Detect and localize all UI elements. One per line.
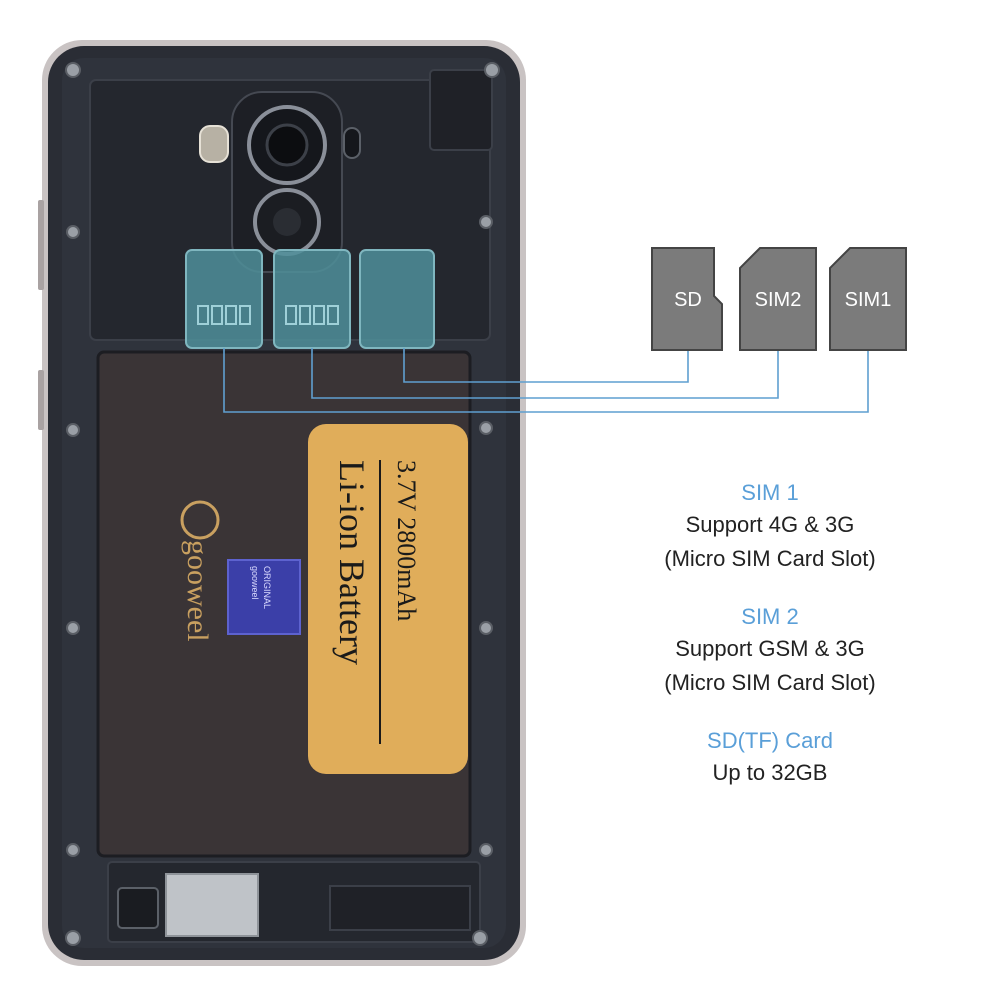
brand-logo-icon: [180, 500, 220, 540]
bottom-speaker: [329, 885, 471, 931]
card-sim2: SIM2: [739, 247, 817, 351]
info-line: (Micro SIM Card Slot): [664, 670, 876, 695]
card-sd: SD: [651, 247, 723, 351]
sim-card-icon: [739, 247, 817, 351]
card-label-sd: SD: [674, 289, 702, 311]
info-line: Support 4G & 3G: [685, 512, 855, 537]
battery-type: Li-ion Battery: [332, 460, 372, 665]
battery-label-panel: [308, 424, 468, 774]
card-label-sim2: SIM2: [755, 289, 802, 311]
card-sim1: SIM1: [829, 247, 907, 351]
sd-slot-overlay: [359, 249, 435, 349]
speaker-grill: [429, 69, 493, 151]
phone-back: ⊖ ◯ ⊕ 3.7V 2800mAh Li-ion Battery goowee…: [38, 40, 526, 966]
screws: [65, 62, 500, 946]
hologram-sticker: [227, 559, 301, 635]
sd-connector: [403, 348, 689, 383]
power-button: [38, 370, 44, 430]
sticker-line2: gooweel: [250, 566, 260, 600]
sim2-connector: [311, 348, 779, 399]
battery-brand: gooweel: [181, 540, 214, 642]
sim1-slot-overlay: [185, 249, 263, 349]
connector-lines: [223, 348, 869, 413]
camera-lens-inner: [265, 123, 309, 167]
card-label-sim1: SIM1: [845, 289, 892, 311]
info-line: Support GSM & 3G: [675, 636, 865, 661]
info-line: (Micro SIM Card Slot): [664, 546, 876, 571]
info-sim2: SIM 2 Support GSM & 3G (Micro SIM Card S…: [620, 602, 920, 700]
info-line: Up to 32GB: [712, 760, 828, 785]
sim2-slot-overlay: [273, 249, 351, 349]
fingerprint-center: [273, 208, 301, 236]
sd-card-icon: [651, 247, 723, 351]
info-heading-sim1: SIM 1: [741, 480, 799, 505]
info-heading-sim2: SIM 2: [741, 604, 799, 629]
sticker-line1: ORIGINAL: [262, 566, 272, 609]
mic-hole: [343, 127, 361, 159]
info-heading-sd: SD(TF) Card: [707, 728, 833, 753]
info-sim1: SIM 1 Support 4G & 3G (Micro SIM Card Sl…: [620, 478, 920, 576]
volume-button: [38, 200, 44, 290]
sim1-connector: [223, 348, 869, 413]
flash-led: [199, 125, 229, 163]
battery-voltage-capacity: 3.7V 2800mAh: [392, 460, 421, 621]
battery: 3.7V 2800mAh Li-ion Battery gooweel ORIG…: [96, 350, 472, 858]
sim-card-icon: [829, 247, 907, 351]
info-sd: SD(TF) Card Up to 32GB: [620, 726, 920, 790]
slot-overlays: ⊖ ◯ ⊕: [185, 249, 435, 363]
bottom-label: [165, 873, 259, 937]
bottom-port: [117, 887, 159, 929]
